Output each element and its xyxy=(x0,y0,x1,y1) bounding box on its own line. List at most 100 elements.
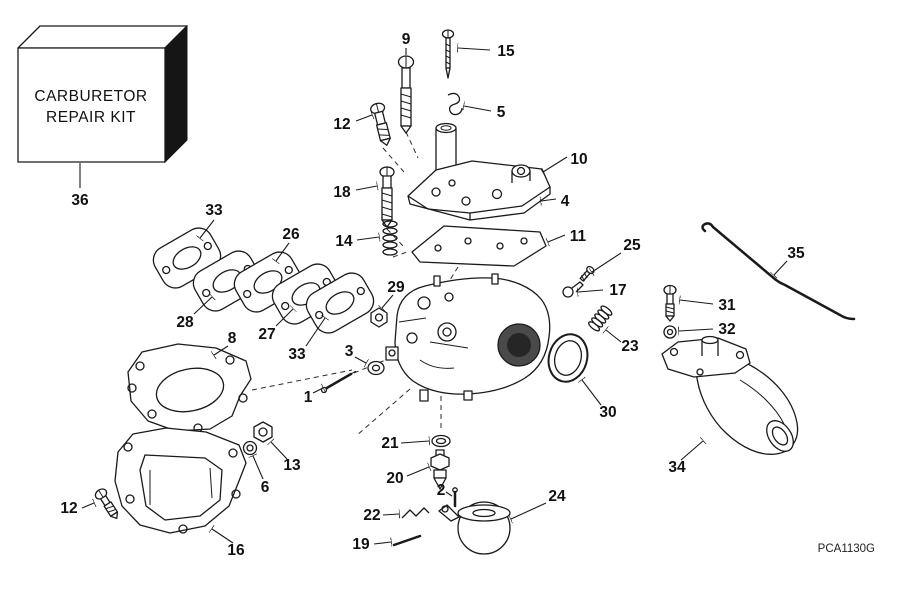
callout-24: 24 xyxy=(511,488,566,519)
part-washer-3 xyxy=(367,360,385,376)
callout-label: 18 xyxy=(333,184,351,201)
callout-19: 19 xyxy=(352,536,391,553)
kit-box-line2: REPAIR KIT xyxy=(46,109,136,126)
callout-35: 35 xyxy=(774,245,805,275)
callout-30: 30 xyxy=(582,380,617,421)
callout-label: 17 xyxy=(609,282,626,299)
callout-label: 35 xyxy=(787,245,805,262)
callout-label: 12 xyxy=(333,116,350,133)
part-needle-1 xyxy=(320,370,357,394)
part-needle-valve-20 xyxy=(430,449,450,490)
part-clip-17 xyxy=(562,281,584,298)
callout-label: 29 xyxy=(387,279,405,296)
callout-label: 3 xyxy=(345,343,354,360)
callout-12a: 12 xyxy=(333,115,372,133)
callout-21: 21 xyxy=(381,435,429,452)
callout-label: 11 xyxy=(570,228,587,245)
part-screw-12-top xyxy=(370,102,391,146)
callout-label: 28 xyxy=(176,314,194,331)
callout-label: 9 xyxy=(402,31,411,48)
callout-32: 32 xyxy=(679,321,736,338)
callout-label: 5 xyxy=(497,104,506,121)
callout-label: 33 xyxy=(288,346,306,363)
callout-34: 34 xyxy=(668,441,703,476)
part-clip-22 xyxy=(401,507,430,519)
callout-4: 4 xyxy=(541,193,570,210)
callout-label: 14 xyxy=(335,233,353,250)
callout-1: 1 xyxy=(304,388,323,406)
part-screw-25 xyxy=(579,265,595,282)
callout-label: 34 xyxy=(668,459,686,476)
callout-label: 19 xyxy=(352,536,370,553)
callout-label: 1 xyxy=(304,389,313,406)
callout-label: 4 xyxy=(561,193,570,210)
callout-27: 27 xyxy=(258,309,293,343)
part-mount-plate-8 xyxy=(127,343,252,433)
callout-18: 18 xyxy=(333,184,377,201)
callout-31: 31 xyxy=(680,297,736,314)
repair-kit-box: CARBURETOR REPAIR KIT xyxy=(17,24,188,164)
callout-36: 36 xyxy=(71,163,89,209)
part-carb-body xyxy=(385,273,551,402)
callout-label: 26 xyxy=(282,226,300,243)
callout-33a: 33 xyxy=(200,202,223,238)
callout-label: 27 xyxy=(258,326,275,343)
part-float-bowl-16 xyxy=(114,427,247,534)
callout-25: 25 xyxy=(592,237,641,272)
callout-28: 28 xyxy=(176,297,212,331)
diagram-part-code: PCA1130G xyxy=(818,543,875,555)
callout-9: 9 xyxy=(402,31,411,55)
callout-13: 13 xyxy=(271,442,301,474)
callout-11: 11 xyxy=(548,228,587,245)
part-screw-31 xyxy=(663,284,677,322)
part-ring-21 xyxy=(431,434,451,448)
callout-15: 15 xyxy=(458,43,515,60)
part-clip-5 xyxy=(447,92,463,116)
callout-10: 10 xyxy=(543,151,588,172)
callout-23: 23 xyxy=(606,330,639,355)
part-oring-30 xyxy=(547,333,589,383)
callout-3: 3 xyxy=(345,343,366,363)
part-screw-15 xyxy=(441,29,455,79)
part-float-24 xyxy=(438,501,511,555)
callout-label: 2 xyxy=(437,482,446,499)
part-nut-29 xyxy=(370,307,388,328)
callout-label: 6 xyxy=(261,479,270,496)
callout-label: 33 xyxy=(205,202,223,219)
callout-label: 23 xyxy=(621,338,639,355)
callout-22: 22 xyxy=(363,507,399,524)
kit-box-line1: CARBURETOR xyxy=(34,88,147,105)
part-spring-14 xyxy=(382,220,398,256)
part-needle-2 xyxy=(452,487,458,508)
callout-5: 5 xyxy=(464,104,506,121)
callout-26: 26 xyxy=(276,226,300,261)
callout-12b: 12 xyxy=(60,500,94,517)
callout-label: 10 xyxy=(570,151,587,168)
part-gasket-11 xyxy=(411,225,547,267)
callout-label: 15 xyxy=(497,43,515,60)
callout-label: 31 xyxy=(718,297,736,314)
callout-14: 14 xyxy=(335,233,379,250)
callout-2: 2 xyxy=(437,482,453,499)
callout-label: 21 xyxy=(381,435,399,452)
callout-8: 8 xyxy=(214,330,237,355)
callout-label: 36 xyxy=(71,192,89,209)
callout-label: 20 xyxy=(386,470,403,487)
callout-6: 6 xyxy=(253,456,270,496)
callout-17: 17 xyxy=(578,282,627,299)
part-washer-32 xyxy=(663,325,677,339)
callout-label: 16 xyxy=(227,542,245,559)
callout-16: 16 xyxy=(212,529,245,559)
callout-33b: 33 xyxy=(288,318,325,363)
callout-label: 24 xyxy=(548,488,566,505)
part-spring-23 xyxy=(588,305,613,332)
part-screw-18 xyxy=(379,166,395,228)
part-screw-12-bottom xyxy=(94,488,119,519)
part-pin-19 xyxy=(392,534,422,547)
callout-label: 25 xyxy=(623,237,641,254)
callout-29: 29 xyxy=(382,279,405,308)
callout-20: 20 xyxy=(386,467,429,487)
part-nut-13 xyxy=(253,421,273,443)
